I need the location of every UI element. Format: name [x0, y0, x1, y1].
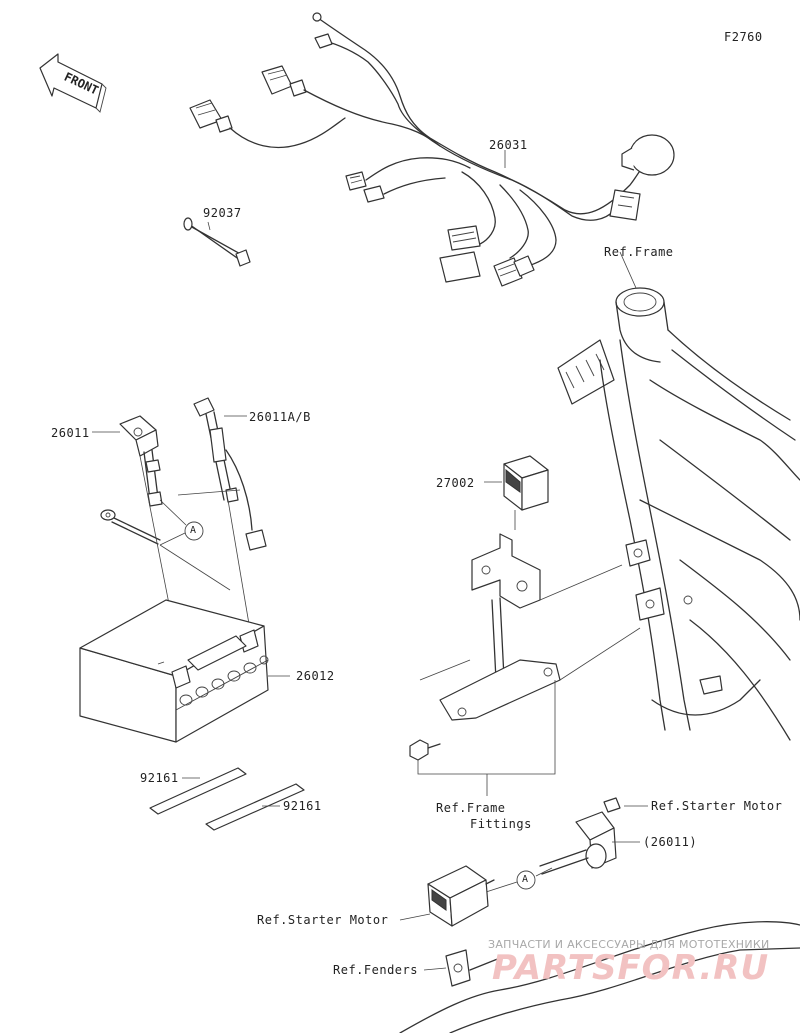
callout-pad-1: 92161: [140, 771, 179, 785]
connector-a-label-2: A: [522, 874, 529, 885]
callout-pad-2: 92161: [283, 799, 322, 813]
relay-box-27002: [503, 455, 549, 511]
bolt-small-icon: [409, 739, 441, 761]
ground-lead: [100, 509, 161, 545]
watermark-tagline: ЗАПЧАСТИ И АКСЕССУАРЫ ДЛЯ МОТОТЕХНИКИ: [488, 938, 770, 951]
callout-frame-ref: Ref.Frame: [604, 245, 674, 259]
wiring-harness-26031: [189, 12, 675, 287]
starter-relay: [427, 865, 495, 927]
callout-lead-26011-paren: (26011): [643, 835, 698, 849]
callout-harness: 26031: [489, 138, 528, 152]
callout-starter-motor-left: Ref.Starter Motor: [257, 913, 389, 927]
callout-bolt: 92037: [203, 206, 242, 220]
front-arrow-icon: [39, 53, 107, 113]
pad-92161-b: [205, 783, 305, 831]
callout-starter-motor-right: Ref.Starter Motor: [651, 799, 783, 813]
fender-part: [399, 921, 800, 1033]
frame-assembly: [557, 287, 800, 741]
connector-a-circle-icon-2: [516, 870, 536, 890]
callout-frame-fittings-2: Fittings: [470, 817, 532, 831]
callout-fenders: Ref.Fenders: [333, 963, 418, 977]
callout-lead-26011: 26011: [51, 426, 90, 440]
bolt-92037: [183, 217, 251, 267]
callout-lead-26011ab: 26011A/B: [249, 410, 311, 424]
battery-lead-26011ab: [193, 397, 267, 551]
callout-battery: 26012: [296, 669, 335, 683]
battery-26012: [79, 599, 269, 743]
starter-lead-26011: [539, 797, 621, 875]
battery-lead-26011: [119, 415, 163, 507]
callout-frame-fittings-1: Ref.Frame: [436, 801, 506, 815]
watermark-brand: PARTSFOR.RU: [492, 948, 770, 988]
connector-a-label: A: [190, 525, 197, 536]
pad-92161-a: [149, 767, 247, 815]
relay-bracket: [439, 533, 561, 721]
figure-code: F2760: [724, 30, 763, 44]
connector-a-circle-icon: [184, 521, 204, 541]
callout-relay-box: 27002: [436, 476, 475, 490]
